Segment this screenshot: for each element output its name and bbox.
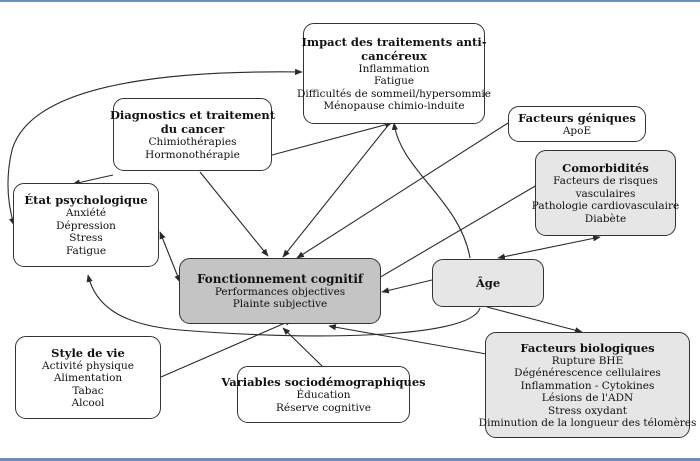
psycho-item: Stress xyxy=(69,232,103,244)
variables-sociodemographiques-box: Variables sociodémographiques Éducation … xyxy=(221,366,426,423)
comorbidites-item: Diabète xyxy=(584,212,627,225)
arrow-psycho-cognitif xyxy=(159,231,181,283)
comorbidites-item: Pathologie cardiovasculaire xyxy=(531,200,680,212)
arrow-impact-psycho xyxy=(7,68,303,226)
geniques-item: ApoE xyxy=(562,124,592,137)
age-title: Âge xyxy=(475,276,501,290)
arrow-age-psycho xyxy=(86,274,481,337)
age-box: Âge xyxy=(432,259,544,307)
biologiques-item: Inflammation - Cytokines xyxy=(520,379,655,392)
diagnostics-title-line1: Diagnostics et traitement xyxy=(109,108,276,122)
comorbidites-title: Comorbidités xyxy=(562,161,649,175)
impact-item: Inflammation xyxy=(358,62,430,75)
arrow-age-cognitif xyxy=(381,279,433,294)
bottom-border xyxy=(0,458,700,461)
biologiques-item: Lésions de l'ADN xyxy=(541,392,634,404)
impact-traitements-box: Impact des traitements anti- cancéreux I… xyxy=(297,23,491,124)
arrow-age-biologiques xyxy=(486,306,583,334)
style-de-vie-box: Style de vie Activité physique Alimentat… xyxy=(15,336,161,419)
cognitif-item: Performances objectives xyxy=(214,285,346,298)
style-item: Alcool xyxy=(71,397,105,409)
style-item: Tabac xyxy=(72,384,104,397)
arrow-diagnostics-impact xyxy=(271,121,393,156)
impact-title-line1: Impact des traitements anti- xyxy=(301,34,487,49)
top-border xyxy=(0,0,700,2)
comorbidites-item: Facteurs de risques xyxy=(553,175,658,187)
biologiques-item: Diminution de la longueur des télomères xyxy=(478,417,697,429)
biologiques-item: Rupture BHE xyxy=(551,354,624,367)
geniques-title: Facteurs géniques xyxy=(518,110,636,125)
psycho-item: Fatigue xyxy=(65,244,107,257)
arrow-diagnostics-psycho xyxy=(72,174,114,186)
impact-item: Fatigue xyxy=(373,75,415,87)
cognitif-item: Plainte subjective xyxy=(232,298,328,310)
biologiques-item: Dégénérescence cellulaires xyxy=(514,367,661,379)
fonctionnement-cognitif-box: Fonctionnement cognitif Performances obj… xyxy=(179,258,381,324)
biologiques-item: Stress oxydant xyxy=(548,404,627,417)
diagnostics-item: Hormonothérapie xyxy=(145,148,240,161)
arrow-style-cognitif xyxy=(160,319,293,378)
style-item: Activité physique xyxy=(42,359,134,372)
psycho-item: Dépression xyxy=(56,219,116,232)
arrow-biologiques-cognitif xyxy=(328,324,493,356)
arrow-comorbidites-cognitif xyxy=(371,184,538,283)
arrow-geniques-cognitif xyxy=(296,122,509,259)
facteurs-biologiques-box: Facteurs biologiques Rupture BHE Dégénér… xyxy=(479,332,696,438)
impact-item: Difficultés de sommeil/hypersommie xyxy=(297,87,491,100)
impact-item: Ménopause chimio-induite xyxy=(323,100,465,112)
arrow-impact-cognitif xyxy=(282,122,391,258)
facteurs-geniques-box: Facteurs géniques ApoE xyxy=(508,106,646,142)
arrow-socio-cognitif xyxy=(282,327,323,367)
diagnostics-item: Chimiothérapies xyxy=(148,136,237,148)
style-title: Style de vie xyxy=(51,345,125,360)
diagnostics-box: Diagnostics et traitement du cancer Chim… xyxy=(109,98,276,171)
diagnostics-title-line2: du cancer xyxy=(160,122,225,136)
arrow-age-comorbidites xyxy=(497,235,601,260)
arrow-diagnostics-cognitif xyxy=(199,171,269,257)
impact-title-line2: cancéreux xyxy=(361,48,427,63)
comorbidites-box: Comorbidités Facteurs de risques vascula… xyxy=(531,150,680,236)
psycho-title: État psychologique xyxy=(24,193,148,207)
style-item: Alimentation xyxy=(53,372,123,384)
socio-item: Éducation xyxy=(296,389,351,401)
comorbidites-item: vasculaires xyxy=(575,187,636,200)
psycho-item: Anxiété xyxy=(65,207,107,219)
biologiques-title: Facteurs biologiques xyxy=(520,340,655,355)
etat-psychologique-box: État psychologique Anxiété Dépression St… xyxy=(13,183,159,267)
arrow-age-impact xyxy=(391,122,471,259)
socio-title: Variables sociodémographiques xyxy=(221,375,426,389)
socio-item: Réserve cognitive xyxy=(276,401,371,414)
cognitif-title: Fonctionnement cognitif xyxy=(196,271,364,286)
